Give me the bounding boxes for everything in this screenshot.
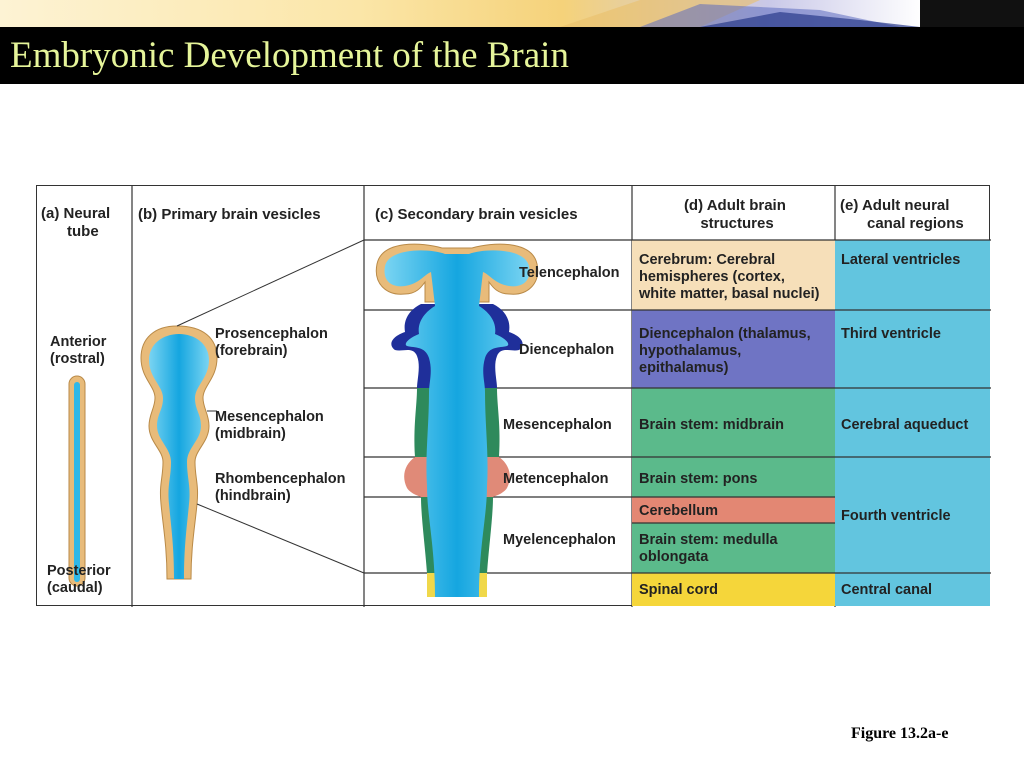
cell-cerebellum xyxy=(632,497,835,523)
cell-midbrain xyxy=(632,388,835,457)
primary-vesicles-drawing xyxy=(140,325,218,580)
decorative-banner xyxy=(0,0,1024,27)
neural-tube-drawing xyxy=(68,375,86,587)
header-primary-vesicles: (b) Primary brain vesicles xyxy=(138,206,321,223)
structure-cerebrum: Cerebrum: Cerebral hemispheres (cortex, … xyxy=(638,252,820,302)
cell-pons xyxy=(632,457,835,497)
cell-medulla xyxy=(632,523,835,573)
primary-mesencephalon: Mesencephalon (midbrain) xyxy=(215,409,328,442)
cell-diencephalon xyxy=(632,310,835,388)
figure-caption: Figure 13.2a-e xyxy=(851,725,949,742)
canal-third-ventricle: Third ventricle xyxy=(841,326,941,342)
header-secondary-vesicles: (c) Secondary brain vesicles xyxy=(375,206,578,223)
canal-central-canal: Central canal xyxy=(841,582,932,598)
structure-pons: Brain stem: pons xyxy=(639,471,757,487)
structure-midbrain: Brain stem: midbrain xyxy=(639,417,784,433)
secondary-metencephalon: Metencephalon xyxy=(503,471,609,487)
banner-graphic xyxy=(0,0,1024,27)
header-neural-tube: (a) Neural tube xyxy=(41,205,114,240)
secondary-telencephalon: Telencephalon xyxy=(519,265,619,281)
header-canal-regions: (e) Adult neural canal regions xyxy=(840,197,964,232)
header-adult-structures: (d) Adult brain structures xyxy=(684,197,790,232)
canal-fourth-ventricle: Fourth ventricle xyxy=(841,508,951,524)
canal-cerebral-aqueduct: Cerebral aqueduct xyxy=(841,417,968,433)
secondary-myelencephalon: Myelencephalon xyxy=(503,532,616,548)
structure-cerebellum: Cerebellum xyxy=(639,503,718,519)
label-anterior: Anterior (rostral) xyxy=(50,334,110,367)
primary-rhombencephalon: Rhombencephalon (hindbrain) xyxy=(215,471,350,504)
secondary-mesencephalon: Mesencephalon xyxy=(503,417,612,433)
canal-lateral-ventricles: Lateral ventricles xyxy=(841,252,960,268)
canal-regions-table xyxy=(835,240,990,606)
structure-spinal-cord: Spinal cord xyxy=(639,582,718,598)
connector-lines xyxy=(176,239,365,574)
structure-medulla: Brain stem: medulla oblongata xyxy=(639,532,782,565)
brain-development-figure: (a) Neural tube (b) Primary brain vesicl… xyxy=(36,185,991,607)
slide-title: Embryonic Development of the Brain xyxy=(10,35,569,76)
secondary-diencephalon: Diencephalon xyxy=(519,342,614,358)
label-posterior: Posterior (caudal) xyxy=(47,563,115,596)
adult-structures-table xyxy=(632,240,835,606)
secondary-vesicles-drawing xyxy=(375,243,539,597)
primary-prosencephalon: Prosencephalon (forebrain) xyxy=(215,326,332,359)
cell-spinal-cord xyxy=(632,573,835,606)
title-bar xyxy=(0,27,1024,84)
cell-cerebrum xyxy=(632,240,835,310)
structure-diencephalon: Diencephalon (thalamus, hypothalamus, ep… xyxy=(639,326,815,376)
figure-canvas: (a) Neural tube (b) Primary brain vesicl… xyxy=(41,186,991,607)
